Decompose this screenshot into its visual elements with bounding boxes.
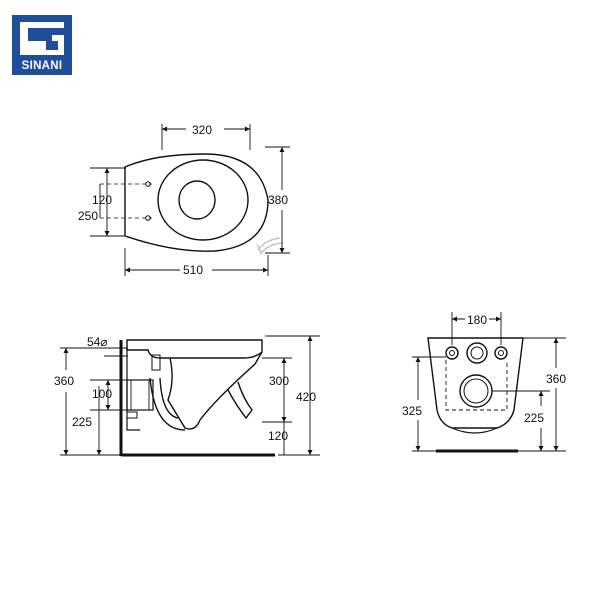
dim-front-lower-225: 225: [524, 411, 544, 425]
dim-top-gap-120: 120: [92, 193, 112, 207]
dim-front-height-360: 360: [546, 372, 566, 386]
dim-side-height-300: 300: [269, 374, 289, 388]
front-view-outline: [427, 337, 524, 429]
dim-side-pipe-100: 100: [92, 387, 112, 401]
top-view-bowl-opening: [157, 159, 249, 241]
front-view-mount-hole-right: [494, 346, 508, 360]
front-view-water-inlet: [466, 342, 488, 364]
dim-front-spacing-180: 180: [467, 313, 487, 327]
dim-side-outlet-54: 54⌀: [87, 335, 108, 349]
logo-text: SINANI: [21, 60, 63, 72]
front-view-waste-outlet: [459, 374, 493, 408]
front-view-dimensions: [412, 312, 566, 452]
dim-top-length-510: 510: [183, 263, 203, 277]
top-view-dimensions: [90, 124, 290, 276]
top-view-outline: [124, 153, 269, 252]
front-view: [427, 337, 524, 453]
top-view-bowl-inner: [178, 180, 216, 220]
sinani-logo: SINANI: [12, 15, 72, 75]
dim-side-bottom-225: 225: [72, 415, 92, 429]
side-view-dimensions: [60, 335, 320, 456]
dim-side-height-420: 420: [296, 390, 316, 404]
side-view: [119, 339, 275, 457]
dim-side-height-360: 360: [54, 374, 74, 388]
dim-front-height-325: 325: [402, 404, 422, 418]
dim-top-width-320: 320: [192, 123, 212, 137]
top-view: [100, 153, 284, 255]
dim-top-height-250: 250: [78, 209, 98, 223]
front-view-mount-hole-left: [445, 346, 459, 360]
dim-side-lower-120: 120: [268, 429, 288, 443]
dim-top-depth-380: 380: [268, 193, 288, 207]
logo-mark-icon: [20, 22, 64, 55]
